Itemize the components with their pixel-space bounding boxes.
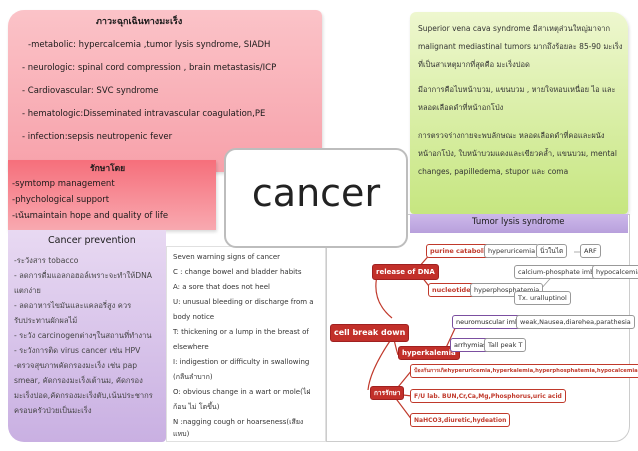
svc-line: การตรวจร่างกายจะพบลักษณะ หลอดเลือดดำที่ค… <box>418 131 605 140</box>
prevention-line: - ลดการดื่มแอลกอฮอล์เพราะจะทำให้DNA <box>14 271 152 280</box>
release-dna-node: release of DNA <box>372 264 439 280</box>
treatment-item: -phychological support <box>12 195 110 205</box>
svc-line: มีอาการคือไบหน้าบวม, แขนบวม , หายใจหอบเห… <box>418 85 616 94</box>
svc-line: malignant mediastinal tumors มากถึงร้อยล… <box>418 42 623 51</box>
warning-line: elsewhere <box>173 343 209 351</box>
prevention-treatment-node: ป้องกันการเกิดhyperuricemia,hyperkalemia… <box>410 364 638 378</box>
prevention-line: - ลดอาหารไขมันและแคลอรี่สูง ควร <box>14 301 132 310</box>
emergency-item: - infection:sepsis neutropenic fever <box>22 132 173 142</box>
nahco3-diuretic-node: NaHCO3,diuretic,hydeation <box>410 413 511 427</box>
prevention-line: ครอบครัวป่วยเป็นมะเร็ง <box>14 406 92 415</box>
tumor-lysis-title: Tumor lysis syndrome <box>472 217 565 227</box>
svc-line: หลอดเลือดดำที่หน้าอกโป่ง <box>418 103 504 112</box>
warning-line: N :nagging cough or hoarseness(เสียง <box>173 418 304 426</box>
cancer-prevention-panel: Cancer prevention -ระวังสาร tobacco - ลด… <box>8 230 166 442</box>
prevention-line: แตกง่าย <box>14 286 41 295</box>
arf-node: ARF <box>580 244 601 258</box>
lab-followup-node: F/U lab. BUN,Cr,Ca,Mg,Phosphorus,uric ac… <box>410 389 566 403</box>
emergency-item: - Cardiovascular: SVC syndrome <box>22 86 159 96</box>
prevention-line: - ระวังการติด virus cancer เช่น HPV <box>14 346 141 355</box>
center-title: cancer <box>251 171 381 215</box>
warning-line: ก้อน ไม่ โตขึ้น) <box>173 403 220 411</box>
emergency-item: - neurologic: spinal cord compression , … <box>22 63 277 73</box>
treatment-item: -เน้นmaintain hope and quality of life <box>12 211 169 221</box>
hyperuricemia-node: hyperuricemia <box>484 244 540 258</box>
warning-title: Seven warning signs of cancer <box>173 253 281 261</box>
tumor-lysis-header: Tumor lysis syndrome <box>410 214 628 233</box>
hyperkalemia-node: hyperkalemia <box>398 346 460 360</box>
warning-line: แหบ) <box>173 430 190 438</box>
emergency-item: - hematologic:Disseminated intravascular… <box>22 109 266 119</box>
warning-line: T: thickening or a lump in the breast of <box>173 328 309 336</box>
treatment-node: การรักษา <box>370 386 405 400</box>
prevention-line: -ระวังสาร tobacco <box>14 256 79 265</box>
kidney-stone-node: นิ่วในไต <box>536 244 568 258</box>
warning-line: C : change bowel and bladder habits <box>173 268 302 276</box>
svc-line: หน้าอกโป่ง, ใบหน้าบวมแดงและเขียวคล้ำ, แข… <box>418 149 617 158</box>
svc-line: changes, papilledema, stupor และ coma <box>418 167 569 176</box>
oncologic-emergency-panel: ภาวะฉุกเฉินทางมะเร็ง -metabolic: hyperca… <box>8 10 322 172</box>
treatment-item: -symtomp management <box>12 179 115 189</box>
warning-line: O: obvious change in a wart or mole(ไฝ <box>173 388 311 396</box>
tall-peak-t-node: Tall peak T <box>484 338 527 352</box>
oliguria-node: Tx. uralluptinol <box>514 291 571 305</box>
cell-breakdown-node: cell break down <box>330 324 410 342</box>
svc-syndrome-panel: Superior vena cava syndrome มีสาเหตุส่วน… <box>410 12 628 214</box>
treatment-title: รักษาโดย <box>90 164 126 174</box>
warning-signs-panel: Seven warning signs of cancer C : change… <box>166 246 326 442</box>
warning-line: I: indigestion or difficulty in swallowi… <box>173 358 310 366</box>
warning-line: U: unusual bleeding or discharge from a <box>173 298 314 306</box>
prevention-line: รับประทานผักผลไม้ <box>14 316 78 325</box>
warning-line: A: a sore that does not heel <box>173 283 270 291</box>
warning-line: (กลืนลำบาก) <box>173 373 213 381</box>
svc-line: Superior vena cava syndrome มีสาเหตุส่วน… <box>418 24 611 33</box>
emergency-title: ภาวะฉุกเฉินทางมะเร็ง <box>96 17 183 27</box>
center-title-box: cancer <box>224 148 408 248</box>
warning-line: body notice <box>173 313 215 321</box>
prevention-line: -ตรวจสุขภาพคัดกรองมะเร็ง เช่น pap <box>14 361 138 370</box>
prevention-line: - ระวัง carcinogenต่างๆในสถานที่ทำงาน <box>14 331 152 340</box>
weakness-node: weak,Nausea,diarehea,parathesia <box>516 315 635 329</box>
emergency-item: -metabolic: hypercalcemia ,tumor lysis s… <box>28 40 271 50</box>
treatment-panel: รักษาโดย -symtomp management -phychologi… <box>8 160 216 230</box>
hypocalcemia-node: hypocalcemia <box>592 265 638 279</box>
prevention-title: Cancer prevention <box>48 235 136 246</box>
prevention-line: smear, คัดกรองมะเร็งเต้านม, คัดกรอง <box>14 376 143 385</box>
svc-line: ที่เป็นสาเหตุมากที่สุดคือ มะเร็งปอด <box>418 60 530 69</box>
prevention-line: มะเร็งปอด,คัดกรองมะเร็งตับ,เน้นประชากร <box>14 391 153 400</box>
